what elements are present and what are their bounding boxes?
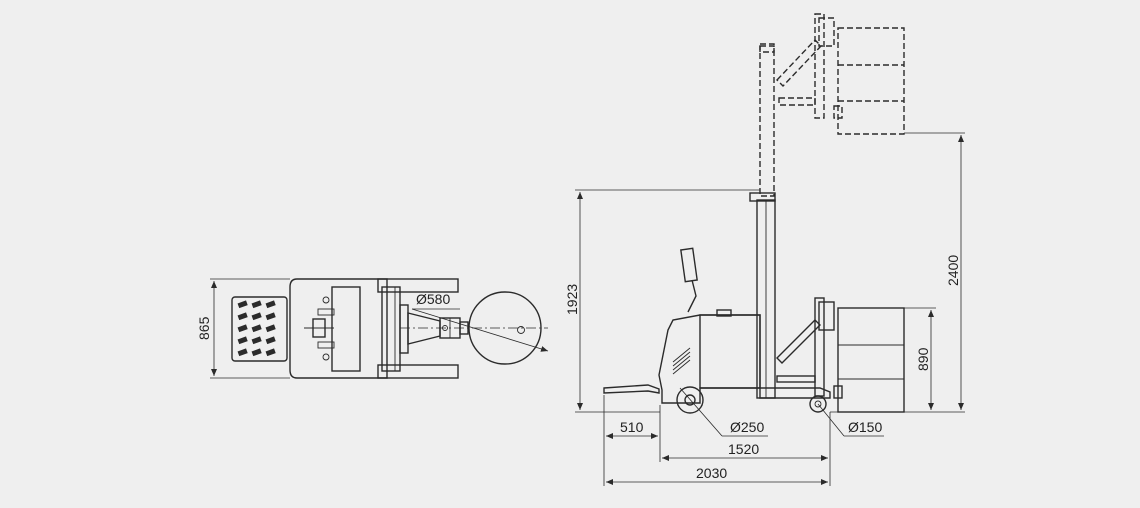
- dim-load-wheel-label: Ø150: [848, 419, 882, 435]
- dim-overall-length-label: 2030: [696, 465, 727, 481]
- vent-slots: [672, 347, 691, 375]
- dim-width-top-label: 865: [196, 316, 212, 340]
- dim-drum-height-label: 890: [915, 347, 931, 371]
- dim-lift-low-label: 1923: [564, 284, 580, 315]
- dim-front-overhang-label: 510: [620, 419, 644, 435]
- side-view: [575, 13, 965, 486]
- dim-drive-wheel-label: Ø250: [730, 419, 764, 435]
- top-view: [210, 278, 549, 379]
- dim-drum-diameter-label: Ø580: [416, 291, 450, 307]
- platform-tread-pattern: [237, 300, 276, 357]
- dim-wheelbase-label: 1520: [728, 441, 759, 457]
- dim-lift-high-label: 2400: [945, 255, 961, 286]
